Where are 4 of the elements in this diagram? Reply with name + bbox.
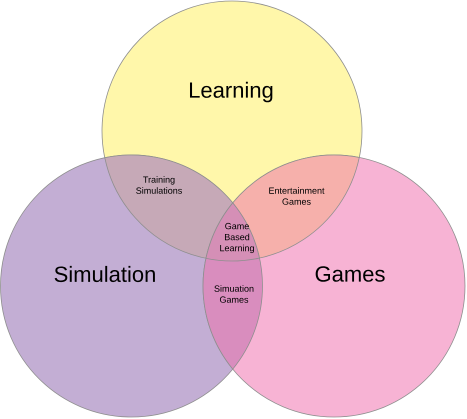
region-label: Simuation Games bbox=[214, 285, 254, 303]
region-label: Training Simulations bbox=[136, 176, 182, 194]
region-label: Game Based Learning bbox=[220, 222, 254, 254]
region-label: Entertainment Games bbox=[269, 187, 324, 205]
